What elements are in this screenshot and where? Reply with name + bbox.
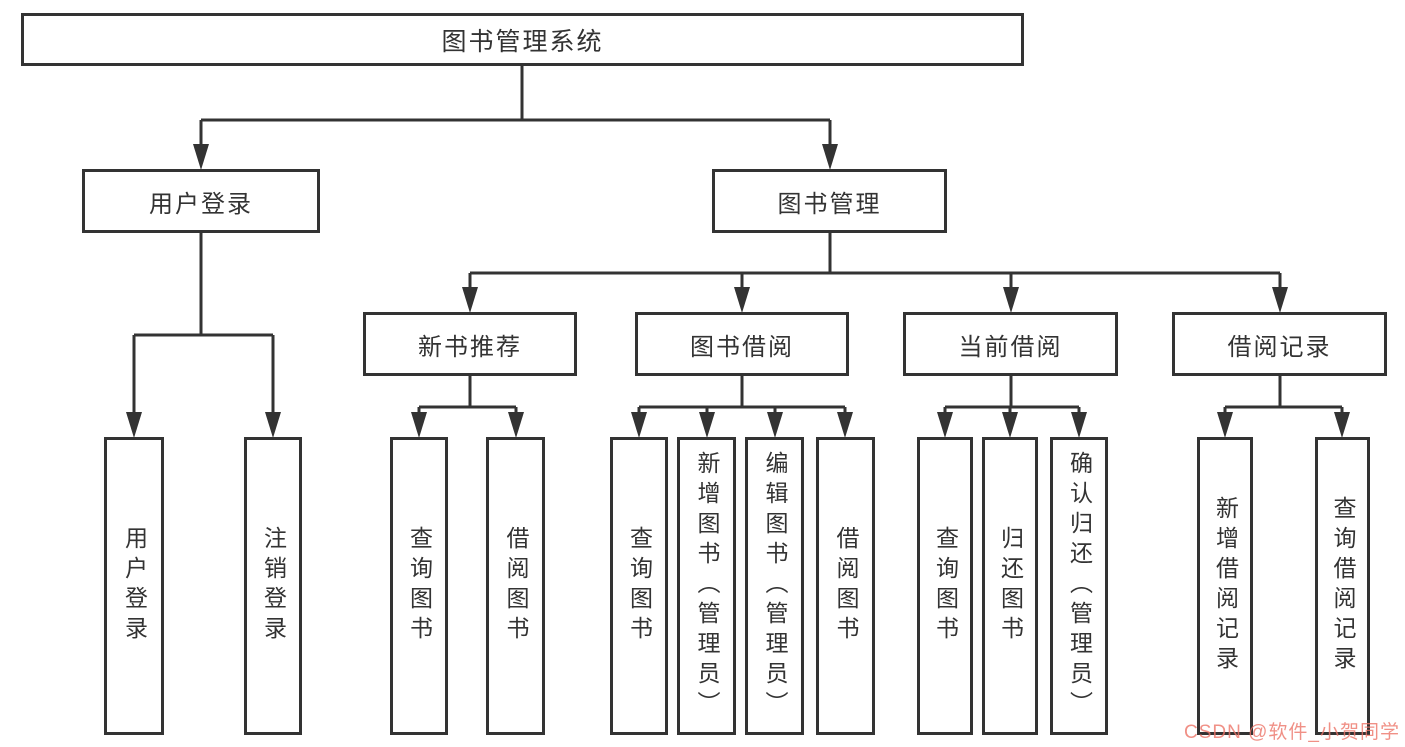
- leaf-return-book: 归还图书: [982, 437, 1038, 735]
- node-user-login: 用户登录: [82, 169, 320, 233]
- arrow-icon: [631, 412, 647, 438]
- leaf-query-book-2: 查询图书: [610, 437, 668, 735]
- arrow-icon: [937, 412, 953, 438]
- leaf-borrow-book-1: 借阅图书: [486, 437, 545, 735]
- node-root: 图书管理系统: [21, 13, 1024, 66]
- arrow-icon: [837, 412, 853, 438]
- arrow-icon: [1272, 287, 1288, 313]
- arrow-icon: [193, 144, 209, 170]
- node-current-borrow: 当前借阅: [903, 312, 1118, 376]
- arrow-icon: [699, 412, 715, 438]
- leaf-edit-book-admin: 编辑图书（管理员）: [745, 437, 804, 735]
- leaf-query-borrow-record: 查询借阅记录: [1315, 437, 1370, 735]
- leaf-add-book-admin: 新增图书（管理员）: [677, 437, 736, 735]
- arrow-icon: [1002, 412, 1018, 438]
- arrow-icon: [462, 287, 478, 313]
- node-new-book-recommend: 新书推荐: [363, 312, 577, 376]
- leaf-logout: 注销登录: [244, 437, 302, 735]
- leaf-add-borrow-record: 新增借阅记录: [1197, 437, 1253, 735]
- arrowheads: [126, 144, 1350, 438]
- arrow-icon: [411, 412, 427, 438]
- arrow-icon: [1334, 412, 1350, 438]
- leaf-borrow-book-2: 借阅图书: [816, 437, 875, 735]
- leaf-confirm-return-admin: 确认归还（管理员）: [1050, 437, 1108, 735]
- node-borrow-record: 借阅记录: [1172, 312, 1387, 376]
- node-book-management: 图书管理: [712, 169, 947, 233]
- connector-path: [132, 66, 1344, 416]
- arrow-icon: [822, 144, 838, 170]
- arrow-icon: [1003, 287, 1019, 313]
- arrow-icon: [1071, 412, 1087, 438]
- arrow-icon: [265, 412, 281, 438]
- csdn-watermark: CSDN @软件_小贺同学: [1184, 722, 1400, 743]
- leaf-query-book-1: 查询图书: [390, 437, 448, 735]
- leaf-user-login: 用户登录: [104, 437, 164, 735]
- arrow-icon: [508, 412, 524, 438]
- leaf-query-book-3: 查询图书: [917, 437, 973, 735]
- arrow-icon: [1217, 412, 1233, 438]
- arrow-icon: [126, 412, 142, 438]
- node-book-borrow: 图书借阅: [635, 312, 849, 376]
- arrow-icon: [767, 412, 783, 438]
- arrow-icon: [734, 287, 750, 313]
